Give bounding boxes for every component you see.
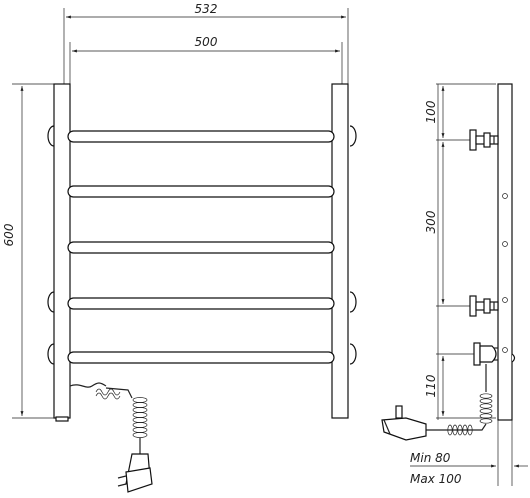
dimension-wall-max-label: Max 100 — [410, 472, 462, 486]
rung-4 — [67, 297, 335, 310]
dimension-bracket-spacing: 300 — [424, 142, 470, 307]
side-outlet-bracket — [473, 342, 516, 366]
dimension-top-offset-label: 100 — [424, 100, 438, 123]
rung-2 — [67, 185, 335, 198]
front-view: 532 500 600 — [2, 2, 357, 493]
dimension-wall-min-label: Min 80 — [410, 451, 451, 465]
dimension-outlet-offset-label: 110 — [424, 374, 438, 397]
dimension-bracket-spacing-label: 300 — [424, 210, 438, 233]
dimension-center-width-label: 500 — [195, 35, 218, 49]
side-view: 100 300 — [381, 83, 528, 486]
left-vertical-pipe — [53, 83, 71, 422]
side-bracket-lower — [469, 295, 499, 317]
side-vertical-pipe — [497, 83, 513, 421]
dimension-overall-width-label: 532 — [195, 2, 218, 16]
rung-3 — [67, 241, 335, 254]
dimension-top-offset: 100 — [424, 83, 496, 141]
side-bracket-upper — [469, 129, 499, 151]
power-cord-side — [381, 364, 493, 441]
left-wall-brackets — [47, 125, 55, 365]
right-wall-brackets — [349, 125, 357, 365]
dimension-height-label: 600 — [2, 223, 16, 246]
rung-1 — [67, 130, 335, 143]
dimension-center-width: 500 — [69, 35, 343, 88]
plug-front-icon — [117, 453, 153, 493]
rung-5 — [67, 351, 335, 364]
dimension-overall-width: 532 — [63, 2, 349, 88]
plug-side-icon — [381, 405, 427, 441]
right-vertical-pipe — [331, 83, 349, 419]
horizontal-rungs — [67, 130, 335, 364]
power-cord-front — [69, 382, 153, 493]
dimension-wall-depth: Min 80 Max 100 — [410, 420, 528, 486]
coiled-cord — [132, 397, 148, 438]
